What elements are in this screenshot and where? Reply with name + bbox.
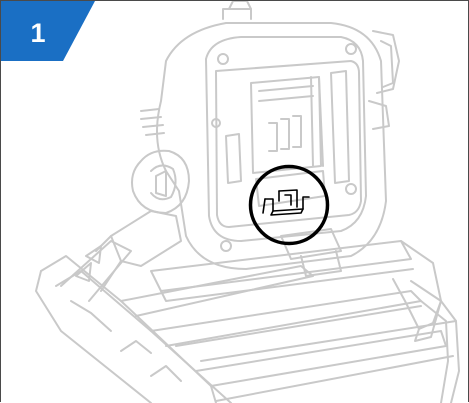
highlight-circle-icon <box>248 164 330 246</box>
step-number: 1 <box>30 18 46 48</box>
stand-frame-icon <box>35 210 460 403</box>
lamp-head-icon <box>131 1 400 277</box>
battery-contacts-icon <box>262 189 310 216</box>
highlight-callout <box>248 164 330 246</box>
step-badge <box>1 1 95 61</box>
